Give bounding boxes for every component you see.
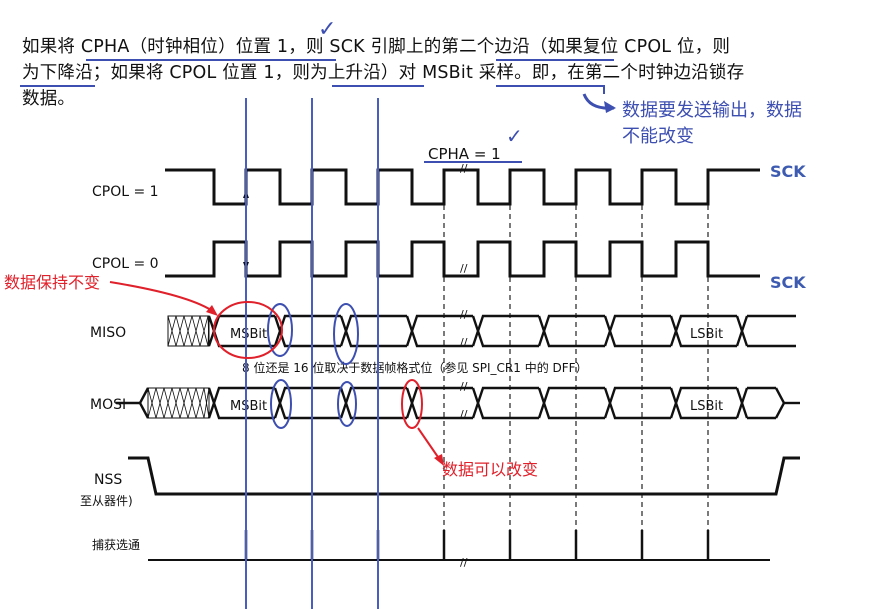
red-arrow-hold bbox=[109, 281, 215, 313]
miso-hatch-box bbox=[167, 315, 210, 347]
blue-oval-2 bbox=[333, 303, 359, 365]
mosi-start-chevron bbox=[138, 387, 150, 419]
sck-cpol0-waveform bbox=[165, 240, 760, 278]
miso-hatch-b bbox=[183, 315, 193, 347]
miso-hatch-b bbox=[191, 315, 201, 347]
mosi-end-chevron bbox=[774, 387, 786, 419]
red-arrow-change bbox=[417, 427, 441, 461]
paragraph-line-2: 为下降沿；如果将 CPOL 位置 1，则为上升沿）对 MSBit 采样。即，在第… bbox=[22, 63, 745, 83]
blue-oval-4 bbox=[337, 381, 357, 427]
miso-cell-4 bbox=[405, 314, 473, 348]
red-oval-change bbox=[401, 379, 423, 429]
nss-waveform bbox=[128, 456, 800, 496]
mosi-cell-3 bbox=[339, 386, 407, 420]
cpol1-label: CPOL = 1 bbox=[92, 184, 159, 200]
break-mark-7: // bbox=[460, 556, 468, 569]
mosi-msbit-label: MSBit bbox=[230, 399, 267, 414]
mosi-cell-5 bbox=[471, 386, 539, 420]
capture-strobes bbox=[244, 530, 710, 560]
red-arrow-change-head bbox=[434, 454, 444, 466]
miso-cell-7 bbox=[603, 314, 671, 348]
nss-sub-label: 至从器件) bbox=[80, 494, 133, 508]
mosi-hatch-box bbox=[147, 387, 210, 419]
tx-note-line2: 不能改变 bbox=[622, 126, 694, 147]
sck-label-bottom: SCK bbox=[770, 273, 806, 292]
red-oval-msbit bbox=[213, 301, 283, 359]
miso-cell-5 bbox=[471, 314, 539, 348]
frame-format-note: 8 位还是 16 位取决于数据帧格式位（参见 SPI_CR1 中的 DFF） bbox=[242, 360, 588, 375]
break-mark-3: // bbox=[460, 308, 468, 321]
break-mark-5: // bbox=[460, 380, 468, 393]
mosi-cell-7 bbox=[603, 386, 671, 420]
paragraph-line-1: 如果将 CPHA（时钟相位）位置 1，则 SCK 引脚上的第二个边沿（如果复位 … bbox=[22, 37, 731, 57]
miso-cell-6 bbox=[537, 314, 605, 348]
blue-arrow-head bbox=[604, 101, 616, 113]
mosi-bus bbox=[116, 386, 800, 420]
tx-note-line1: 数据要发送输出，数据 bbox=[622, 100, 802, 121]
mosi-lsbit-label: LSBit bbox=[690, 399, 723, 414]
miso-hatch-b bbox=[199, 315, 209, 347]
break-marks: // // // // // // // bbox=[460, 162, 468, 569]
mosi-hatch-b bbox=[163, 387, 173, 419]
checkmark-top: ✓ bbox=[318, 17, 336, 42]
miso-msbit-label: MSBit bbox=[230, 327, 267, 342]
break-mark-1: // bbox=[460, 162, 468, 175]
mosi-cell-4 bbox=[405, 386, 473, 420]
break-mark-2: // bbox=[460, 262, 468, 275]
mosi-hatch-b bbox=[187, 387, 197, 419]
mosi-cell-1 bbox=[207, 386, 275, 420]
cpha-label: CPHA = 1 bbox=[428, 145, 501, 163]
mosi-hatch-b bbox=[195, 387, 205, 419]
miso-label: MISO bbox=[90, 325, 126, 341]
checkmark-cpha: ✓ bbox=[506, 124, 523, 148]
mosi-cell-2 bbox=[273, 386, 341, 420]
mosi-hatch-b bbox=[147, 387, 157, 419]
mosi-hatch-b bbox=[203, 387, 210, 419]
miso-cell-3 bbox=[339, 314, 407, 348]
miso-tail bbox=[735, 314, 796, 348]
blue-oval-3 bbox=[270, 379, 292, 429]
red-arrow-hold-head bbox=[206, 305, 218, 316]
blue-oval-1 bbox=[267, 303, 293, 357]
miso-lsbit-label: LSBit bbox=[690, 327, 723, 342]
break-mark-6: // bbox=[460, 408, 468, 421]
break-mark-4: // bbox=[460, 336, 468, 349]
mosi-cell-8 bbox=[669, 386, 737, 420]
miso-hatch-b bbox=[167, 315, 177, 347]
miso-cell-2 bbox=[273, 314, 341, 348]
sck-cpol1-waveform bbox=[165, 168, 760, 206]
miso-cell-8 bbox=[669, 314, 737, 348]
paragraph-line-3: 数据。 bbox=[22, 89, 76, 109]
mosi-label: MOSI bbox=[90, 397, 126, 413]
nss-label: NSS bbox=[94, 472, 122, 488]
cpol0-label: CPOL = 0 bbox=[92, 256, 159, 272]
change-note: 数据可以改变 bbox=[442, 460, 538, 479]
capture-strobe-label: 捕获选通 bbox=[92, 537, 140, 552]
mosi-hatch-b bbox=[179, 387, 189, 419]
mosi-hatch-b bbox=[171, 387, 181, 419]
hold-note: 数据保持不变 bbox=[4, 273, 100, 292]
description-paragraph: 如果将 CPHA（时钟相位）位置 1，则 SCK 引脚上的第二个边沿（如果复位 … bbox=[22, 34, 872, 112]
miso-hatch-b bbox=[207, 315, 210, 347]
miso-bus bbox=[167, 314, 796, 348]
underline-msbit bbox=[496, 85, 605, 94]
paragraph-underlines bbox=[20, 59, 614, 94]
miso-hatch-b bbox=[175, 315, 185, 347]
mosi-hatch-b bbox=[155, 387, 165, 419]
sck-label-top: SCK bbox=[770, 162, 806, 181]
mosi-cell-6 bbox=[537, 386, 605, 420]
mosi-tail bbox=[735, 386, 776, 420]
